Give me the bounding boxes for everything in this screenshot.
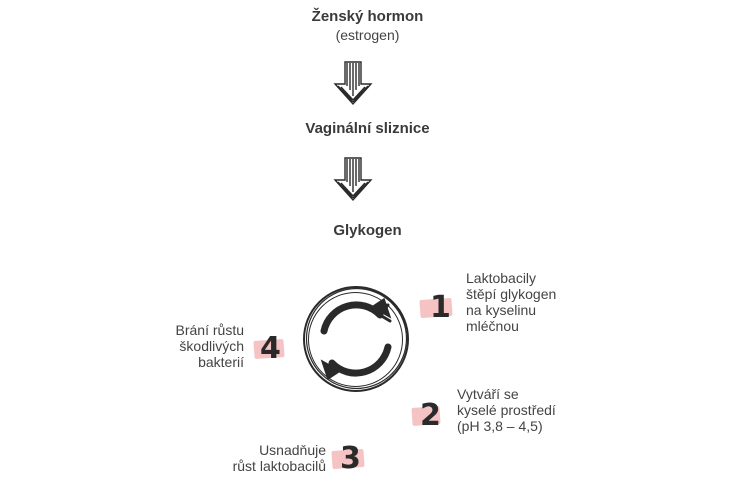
step-3-number: 3 (328, 442, 366, 476)
step-1-number: 1 (418, 291, 454, 325)
node-subtitle-estrogen: (estrogen) (335, 27, 400, 43)
down-arrow-icon (333, 157, 373, 202)
step-2-number: 2 (410, 397, 446, 433)
step-1-text: Laktobacily štěpí glykogen na kyselinu m… (466, 270, 557, 334)
cycle-arrows-icon (303, 286, 409, 392)
node-title-estrogen: Ženský hormon (311, 8, 424, 25)
node-title-vaginal-mucosa: Vaginální sliznice (305, 120, 430, 137)
step-3-text: Usnadňuje růst laktobacilů (232, 442, 326, 474)
down-arrow-icon (333, 61, 373, 106)
step-2-text: Vytváří se kyselé prostředí (pH 3,8 – 4,… (457, 386, 556, 434)
step-4-number: 4 (252, 332, 286, 366)
node-title-glycogen: Glykogen (333, 222, 402, 239)
step-4-text: Brání růstu škodlivých bakterií (175, 322, 244, 370)
